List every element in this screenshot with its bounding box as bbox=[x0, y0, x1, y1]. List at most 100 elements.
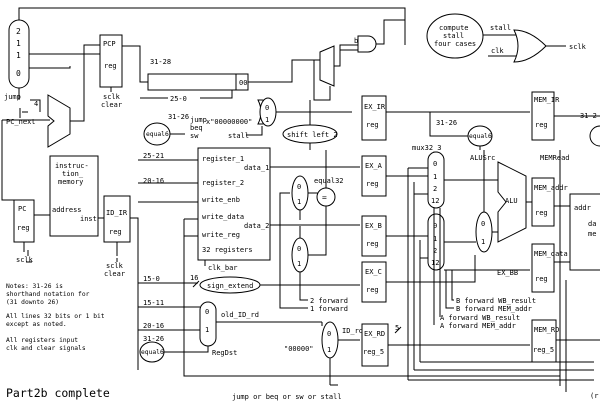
dm-me: me bbox=[588, 230, 596, 238]
equal32-label: equal32 bbox=[314, 177, 344, 185]
pc-adder bbox=[47, 94, 71, 148]
id-ir-title: ID_IR bbox=[106, 209, 128, 217]
jump-mux-in-alt: 1 bbox=[16, 39, 21, 48]
equal32-eq: = bbox=[322, 193, 327, 202]
old-id-rd: old_ID_rd bbox=[221, 311, 259, 319]
bottom-or-label: jump or beq or sw or stall bbox=[232, 393, 342, 401]
ex-c-title: EX_C bbox=[365, 268, 382, 276]
bits-31-26-ex: 31-26 bbox=[436, 119, 457, 127]
branch-mux bbox=[319, 45, 335, 87]
ex-bb-label: EX_BB bbox=[497, 269, 518, 277]
equal6-bottom-label: equal6 bbox=[141, 349, 164, 356]
regdst-0: 0 bbox=[205, 308, 209, 316]
ex-c-reg: reg bbox=[366, 286, 379, 294]
fwd-b-wb: B forward WB_result bbox=[456, 297, 536, 305]
mux-a-0: 0 bbox=[433, 160, 437, 168]
rf-clk-bar: clk_bar bbox=[208, 264, 238, 272]
mux-a-12: 12 bbox=[431, 197, 439, 205]
alu-unit bbox=[497, 161, 527, 243]
mem-rd-reg5: reg_5 bbox=[533, 346, 554, 354]
bits-15-11: 15-11 bbox=[143, 299, 164, 307]
mem-addr-reg: reg bbox=[535, 209, 548, 217]
ex-b-reg: reg bbox=[366, 240, 379, 248]
alusrc-mux bbox=[475, 211, 493, 253]
note-6: All registers input bbox=[6, 337, 78, 344]
two-forward: 2 forward bbox=[310, 297, 348, 305]
ex-ir-title: EX_IR bbox=[364, 103, 386, 111]
imem-address: address bbox=[52, 206, 82, 214]
mux-b-12: 12 bbox=[431, 259, 439, 267]
data-memory bbox=[569, 193, 600, 271]
regdst-label: RegDst bbox=[212, 349, 237, 357]
ex-a-title: EX_A bbox=[365, 162, 383, 170]
one-forward: 1 forward bbox=[310, 305, 348, 313]
regdst-1: 1 bbox=[205, 326, 209, 334]
decode-stall: stall bbox=[228, 132, 249, 140]
ex-b-register bbox=[361, 215, 387, 257]
imem-line-3: memory bbox=[58, 178, 83, 186]
mem-data-reg: reg bbox=[535, 275, 548, 283]
jump-mux-in-2: 2 bbox=[16, 27, 21, 36]
sixteen-width: 16 bbox=[190, 274, 198, 282]
alusrc-0: 0 bbox=[481, 220, 485, 228]
bits-31-28: 31-28 bbox=[150, 58, 171, 66]
mem-addr-title: MEM_addr bbox=[534, 184, 568, 192]
jump-concat-box bbox=[147, 73, 249, 91]
zero-const: x"00000000" bbox=[206, 118, 252, 126]
stall-sclk-label: sclk bbox=[569, 43, 587, 51]
mux32-3-label: mux32_3 bbox=[412, 144, 442, 152]
rf-data-2: data_2 bbox=[244, 222, 269, 230]
stall-title-3: four cases bbox=[434, 40, 476, 48]
pc-sclk: sclk bbox=[16, 256, 34, 264]
pc-reg: reg bbox=[17, 224, 30, 232]
ex-rd-reg5: reg_5 bbox=[363, 348, 384, 356]
stall-or-gate bbox=[513, 29, 547, 63]
note-2: shorthand notation for bbox=[6, 291, 90, 298]
alusrc-label: ALUSrc bbox=[470, 154, 495, 162]
jump-label: jump bbox=[4, 93, 21, 101]
mem-ir-reg: reg bbox=[535, 121, 548, 129]
ex-rd-register bbox=[361, 323, 389, 367]
jbs-beq: beq bbox=[190, 124, 203, 132]
rf-32-registers: 32 registers bbox=[202, 246, 253, 254]
jump-mux-in-0: 0 bbox=[16, 69, 21, 78]
bits-25-21: 25-21 bbox=[143, 152, 164, 160]
bottom-cut: (r bbox=[590, 392, 598, 400]
mux-a-1: 1 bbox=[433, 173, 437, 181]
ex-ir-reg: reg bbox=[366, 121, 379, 129]
bits-20-16-b: 20-16 bbox=[143, 322, 164, 330]
stall-title-1: compute bbox=[439, 24, 469, 32]
imem-line-2: tion_ bbox=[62, 170, 84, 178]
right-cut-label: 31-2 bbox=[580, 112, 597, 120]
dm-addr: addr bbox=[574, 204, 591, 212]
ex-a-reg: reg bbox=[366, 180, 379, 188]
dmux-0: 0 bbox=[265, 104, 269, 112]
note-5: except as noted. bbox=[6, 321, 67, 328]
jbs-jump: jump bbox=[190, 116, 207, 124]
rf-register-2: register_2 bbox=[202, 179, 244, 187]
jump-mux-in-1: 1 bbox=[16, 51, 21, 60]
pcp-reg: reg bbox=[104, 62, 117, 70]
id-ir-reg: reg bbox=[109, 228, 122, 236]
mem-ir-title: MEM_IR bbox=[534, 96, 560, 104]
mem-addr-register bbox=[531, 177, 555, 227]
pc-title: PC bbox=[18, 205, 26, 213]
mux-b-1: 1 bbox=[433, 235, 437, 243]
stall-out-label: stall bbox=[490, 24, 511, 32]
note-4: All lines 32 bits or 1 bit bbox=[6, 313, 105, 320]
beq-and-gate bbox=[357, 35, 377, 53]
bits-31-26-b: 31-26 bbox=[143, 335, 164, 343]
five-width: 5 bbox=[395, 324, 399, 332]
equal6-top-label: equal6 bbox=[146, 131, 169, 138]
fwd-mux-b-0: 0 bbox=[297, 245, 301, 253]
bits-20-16: 20-16 bbox=[143, 177, 164, 185]
alu-label: ALU bbox=[505, 197, 518, 205]
rf-write-reg: write_reg bbox=[202, 231, 240, 239]
fwd-a-mem: A forward MEM_addr bbox=[440, 322, 516, 330]
pcp-sclk: sclk bbox=[103, 93, 121, 101]
stall-clk-label: clk bbox=[491, 47, 504, 55]
ex-ir-register bbox=[361, 95, 387, 141]
diagram-caption: Part2b complete bbox=[6, 386, 110, 400]
